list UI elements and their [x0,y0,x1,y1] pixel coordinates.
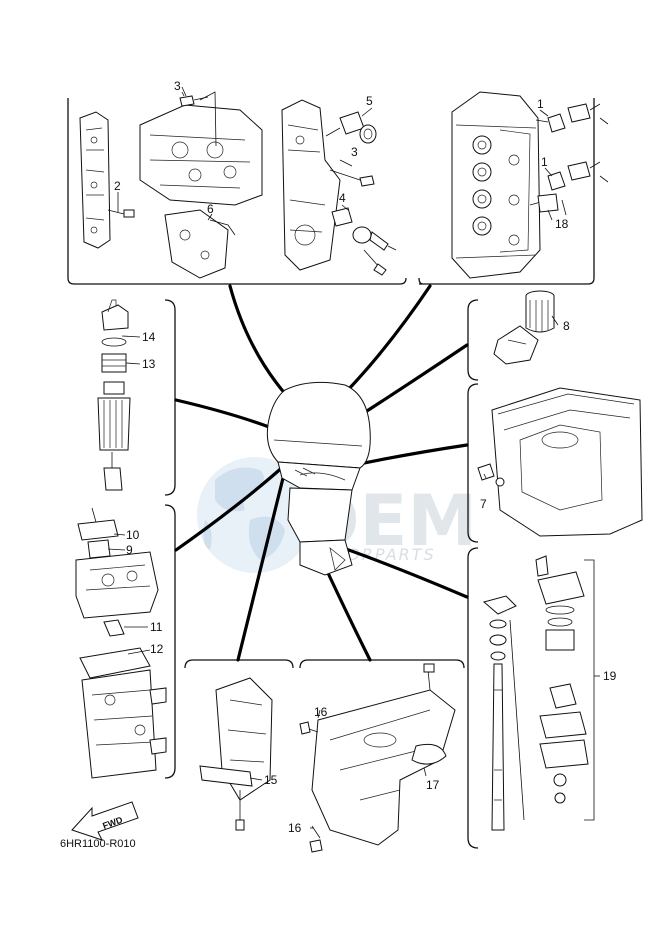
callout-1b: 1 [541,155,548,169]
callout-13: 13 [142,357,156,371]
callout-9: 9 [126,543,133,557]
callout-7: 7 [480,497,487,511]
part-group-cylinder-head [79,86,397,279]
part-group-oil-pan [477,387,643,537]
callout-10: 10 [126,528,140,542]
part-group-upper-casing [199,677,273,831]
callout-19: 19 [603,669,617,683]
callout-14: 14 [142,330,156,344]
callout-16b: 16 [288,821,302,835]
callout-2: 2 [114,179,121,193]
callout-18: 18 [555,217,569,231]
callout-17: 17 [426,778,440,792]
fwd-direction-arrow: FWD [71,801,139,841]
callout-3a: 3 [174,79,181,93]
section-brackets [67,98,595,849]
callout-5: 5 [366,94,373,108]
callout-15: 15 [264,773,278,787]
callout-leaders [107,91,559,829]
callout-6: 6 [207,202,214,216]
callout-labels: 1 1 2 3 3 4 5 6 7 8 9 10 11 12 13 14 15 … [114,79,617,835]
callout-3b: 3 [351,145,358,159]
part-group-oil-filter [493,290,555,365]
part-group-lower-casing [299,663,456,853]
callout-8: 8 [563,319,570,333]
callout-11: 11 [150,620,163,634]
outboard-motor-overview [266,381,371,576]
watermark-globe-icon [197,457,313,573]
callout-1a: 1 [537,97,544,111]
callout-12: 12 [150,642,164,656]
part-group-water-pump [482,555,600,831]
part-group-vapor-separator [75,507,167,779]
callout-16a: 16 [314,705,328,719]
part-group-cylinder-block [451,91,609,279]
drawing-code: 6HR1100-R010 [60,838,136,850]
part-group-fuel-filter [97,299,131,491]
callout-4: 4 [339,191,346,205]
